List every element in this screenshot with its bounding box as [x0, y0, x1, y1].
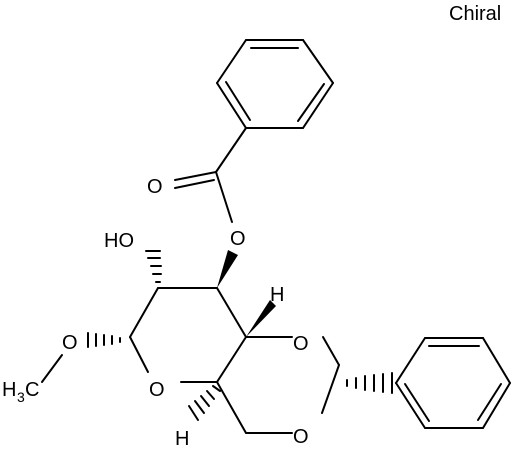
methyl-label-h: H [2, 379, 16, 401]
chiral-label: Chiral [449, 3, 501, 25]
methoxy-hashed-bond [87, 332, 121, 348]
benzylidene-acetal-ring [216, 336, 340, 434]
acetal-oxygen-upper: O [293, 333, 309, 355]
ester-linkage [174, 127, 247, 223]
ester-oxygen: O [230, 228, 246, 250]
h-upper-wedge-bond [246, 300, 276, 337]
acetal-oxygen-lower: O [293, 426, 309, 448]
ester-wedge-bond [217, 250, 238, 288]
ring-oxygen: O [149, 379, 165, 401]
benzylidene-phenyl-ring [395, 337, 511, 429]
h-upper-label: H [270, 284, 284, 306]
hydroxyl-label: HO [104, 230, 134, 252]
acetal-phenyl-hashed-bond [346, 372, 393, 394]
carbonyl-oxygen: O [147, 176, 163, 198]
benzoyl-phenyl-ring [216, 39, 334, 129]
methyl-bond [41, 354, 63, 383]
methyl-label-subscript: 3 [17, 389, 25, 405]
hydroxyl-hashed-bond [145, 250, 162, 283]
h-lower-hashed-bond [188, 385, 221, 421]
methoxy-oxygen: O [62, 332, 78, 354]
pyranose-ring [129, 287, 247, 383]
methyl-label-c: C [25, 379, 39, 401]
h-lower-label: H [175, 428, 189, 450]
